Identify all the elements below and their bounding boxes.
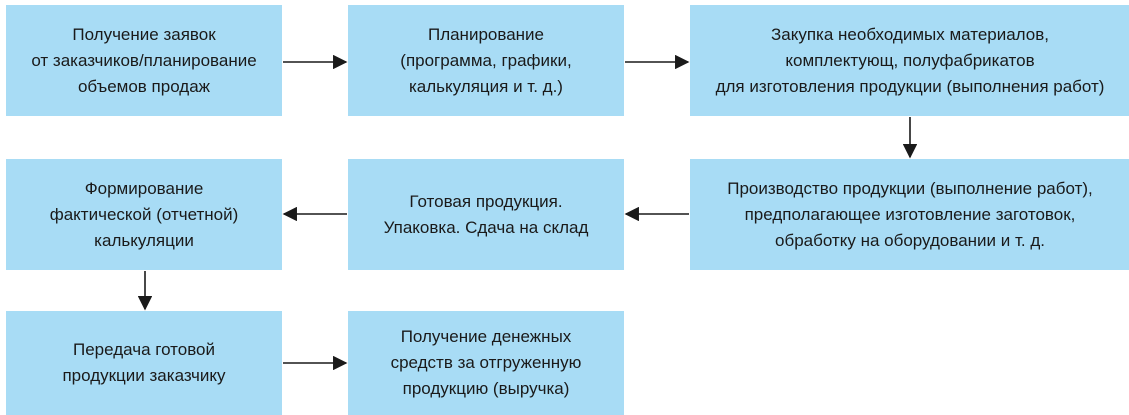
step-purchase-label: Закупка необходимых материалов, комплект… <box>715 24 1105 96</box>
step-payment: Получение денежных средств за отгруженну… <box>348 311 624 415</box>
step-handover: Передача готовой продукции заказчику <box>6 311 282 415</box>
step-orders: Получение заявок от заказчиков/планирова… <box>6 5 282 116</box>
step-costing: Формирование фактической (отчетной) каль… <box>6 159 282 270</box>
step-handover-label: Передача готовой продукции заказчику <box>62 340 226 385</box>
step-planning-label: Планирование (программа, графики, кальку… <box>400 24 572 96</box>
step-finished-goods-label: Готовая продукция. Упаковка. Сдача на ск… <box>383 191 589 237</box>
step-production-label: Производство продукции (выполнение работ… <box>727 178 1093 250</box>
step-payment-label: Получение денежных средств за отгруженну… <box>390 327 582 398</box>
step-finished-goods: Готовая продукция. Упаковка. Сдача на ск… <box>348 159 624 270</box>
step-production: Производство продукции (выполнение работ… <box>690 159 1129 270</box>
step-purchase: Закупка необходимых материалов, комплект… <box>690 5 1129 116</box>
step-orders-label: Получение заявок от заказчиков/планирова… <box>31 24 257 96</box>
step-costing-label: Формирование фактической (отчетной) каль… <box>49 178 239 250</box>
step-planning: Планирование (программа, графики, кальку… <box>348 5 624 116</box>
